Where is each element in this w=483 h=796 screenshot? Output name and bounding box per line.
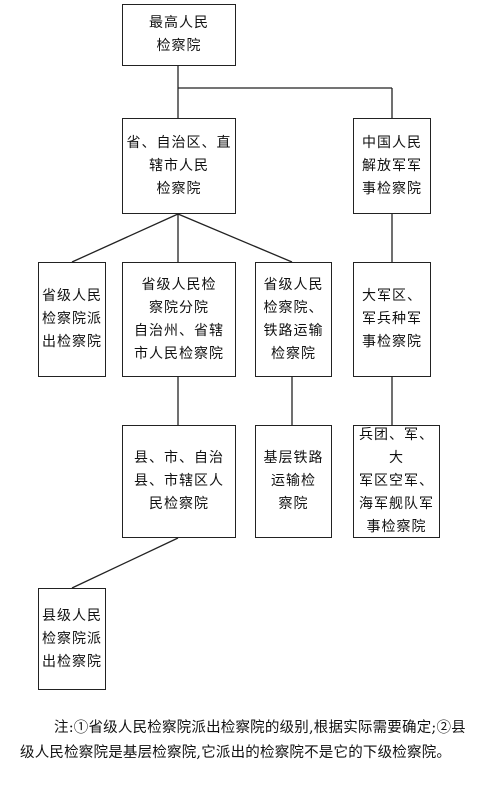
node-label: 省级人民 检察院派 出检察院	[42, 288, 102, 350]
node-provincial-branch: 省级人民检 察院分院 自治州、省辖 市人民检察院	[122, 262, 236, 377]
connector-provincial-dispatched	[71, 213, 179, 263]
node-supreme-procuratorate: 最高人民 检察院	[122, 4, 236, 66]
connector-county-dispatched	[71, 537, 179, 589]
node-military-procuratorate: 中国人民 解放军军 事检察院	[353, 118, 431, 214]
node-military-region: 大军区、 军兵种军 事检察院	[353, 262, 431, 377]
node-county-dispatched: 县级人民 检察院派 出检察院	[38, 588, 106, 690]
node-label: 兵团、军、大 军区空军、 海军舰队军 事检察院	[359, 427, 434, 535]
connector-provincial-railway	[177, 213, 293, 263]
node-provincial-railway: 省级人民 检察院、 铁路运输 检察院	[255, 262, 332, 377]
node-provincial-procuratorate: 省、自治区、直 辖市人民 检察院	[122, 118, 236, 214]
node-label: 最高人民 检察院	[149, 15, 209, 54]
node-provincial-dispatched: 省级人民 检察院派 出检察院	[38, 262, 106, 377]
node-basic-railway: 基层铁路 运输检 察院	[255, 425, 332, 538]
node-label: 大军区、 军兵种军 事检察院	[362, 288, 422, 350]
node-label: 省级人民 检察院、 铁路运输 检察院	[263, 276, 324, 362]
node-label: 中国人民 解放军军 事检察院	[362, 134, 422, 197]
node-label: 省、自治区、直 辖市人民 检察院	[126, 134, 232, 197]
node-county-procuratorate: 县、市、自治 县、市辖区人 民检察院	[122, 425, 236, 538]
node-label: 县级人民 检察院派 出检察院	[42, 607, 102, 670]
node-label: 省级人民检 察院分院 自治州、省辖 市人民检察院	[134, 276, 224, 362]
footnote: 注:①省级人民检察院派出检察院的级别,根据实际需要确定;②县级人民检察院是基层检…	[20, 720, 466, 761]
node-label: 基层铁路 运输检 察院	[263, 450, 324, 512]
node-label: 县、市、自治 县、市辖区人 民检察院	[134, 450, 224, 512]
node-corps-military: 兵团、军、大 军区空军、 海军舰队军 事检察院	[353, 425, 440, 538]
